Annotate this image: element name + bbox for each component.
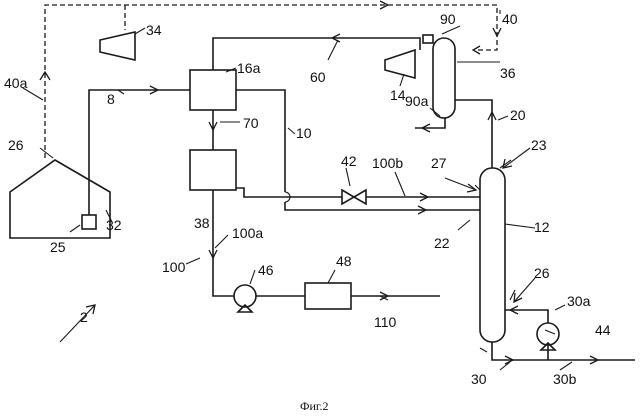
pointer-23: [503, 148, 530, 168]
label-38: 38: [194, 215, 210, 231]
heater-48: [305, 283, 351, 309]
label-40: 40: [502, 11, 518, 27]
label-100a: 100a: [232, 225, 263, 241]
label-40a: 40a: [4, 75, 28, 91]
compressor-14: [385, 50, 415, 78]
label-30a: 30a: [567, 293, 591, 309]
label-22: 22: [434, 235, 450, 251]
label-100: 100: [162, 259, 186, 275]
figure-caption: Фиг.2: [300, 399, 328, 413]
label-26-left: 26: [8, 137, 24, 153]
pointer-27: [445, 178, 476, 192]
label-32: 32: [106, 217, 122, 233]
label-90: 90: [440, 11, 456, 27]
label-90a: 90a: [405, 93, 429, 109]
pointer-26-right: [514, 278, 535, 302]
heat-exchanger-16a: [190, 70, 236, 110]
label-100b: 100b: [372, 155, 403, 171]
label-34: 34: [146, 22, 162, 38]
label-26-right: 26: [534, 265, 550, 281]
valve-42-right: [354, 190, 366, 204]
label-10: 10: [296, 125, 312, 141]
label-2: 2: [80, 309, 88, 325]
label-60: 60: [310, 69, 326, 85]
label-30: 30: [471, 371, 487, 387]
label-48: 48: [336, 253, 352, 269]
label-14: 14: [390, 87, 406, 103]
label-12: 12: [534, 219, 550, 235]
column-12: [480, 168, 505, 342]
line-100b: [236, 188, 480, 204]
label-27: 27: [431, 155, 447, 171]
label-8: 8: [107, 91, 115, 107]
label-46: 46: [258, 262, 274, 278]
valve-42-left: [342, 190, 354, 204]
label-70: 70: [243, 115, 259, 131]
pump-25: [82, 215, 96, 229]
label-16a: 16a: [237, 60, 261, 76]
line-110: [256, 283, 440, 309]
storage-tank-26: [10, 86, 190, 238]
label-23: 23: [531, 137, 547, 153]
line-70: [209, 110, 217, 150]
label-110: 110: [374, 314, 397, 330]
label-30b: 30b: [553, 371, 577, 387]
label-42: 42: [341, 153, 357, 169]
bottoms-line-30: [492, 306, 635, 364]
pump-46: [234, 285, 256, 312]
label-44: 44: [595, 322, 611, 338]
label-20: 20: [510, 107, 526, 123]
label-25: 25: [50, 239, 66, 255]
compressor-34: [100, 32, 135, 60]
label-36: 36: [500, 65, 516, 81]
figure-pointer-2: [60, 305, 95, 342]
line-100: [209, 190, 234, 296]
heat-exchanger-38: [190, 150, 236, 190]
dashed-line-40: [40, 1, 501, 158]
